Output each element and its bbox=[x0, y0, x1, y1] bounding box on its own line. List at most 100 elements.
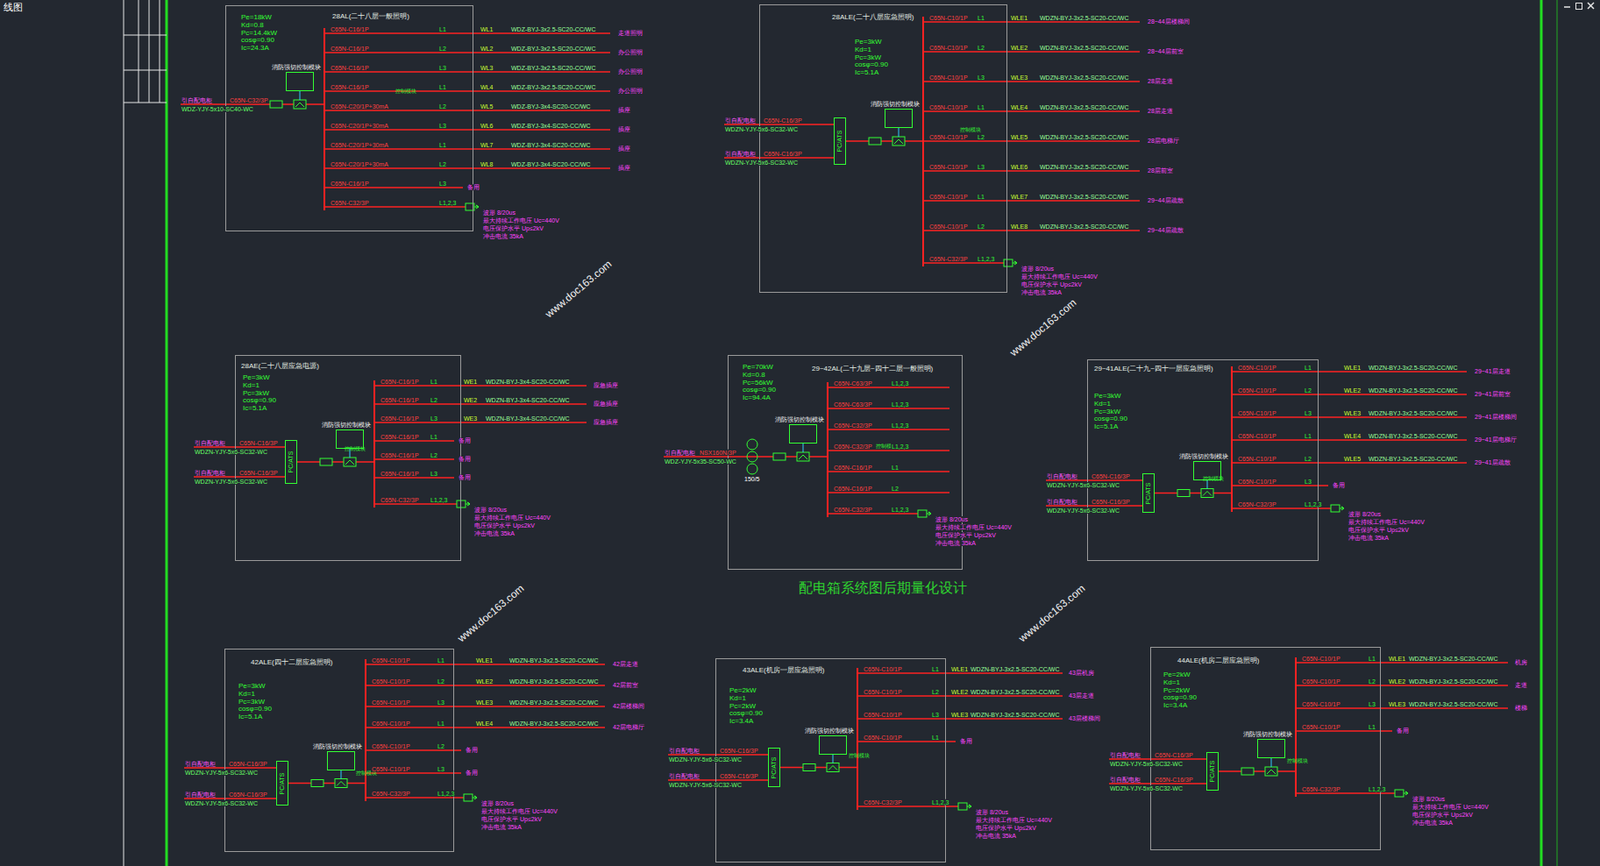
energy-meter bbox=[773, 453, 786, 461]
surge-note: 电压保护水平 Up≤2kV bbox=[482, 225, 545, 232]
ground-arrow bbox=[465, 502, 470, 506]
load-name: 办公照明 bbox=[617, 68, 644, 75]
load-parameters: Pe=2kW Kd=1 Pc=2kW cosφ=0.90 Ic=3.4A bbox=[729, 687, 763, 726]
circuit-number: WLE3 bbox=[475, 699, 494, 706]
supply-wire bbox=[297, 461, 375, 463]
surge-note: 电压保护水平 Up≤2kV bbox=[934, 532, 997, 539]
phase-label: L3 bbox=[1367, 701, 1377, 708]
load-name: 插座 bbox=[617, 106, 632, 114]
cable-spec: WDZN-YJY-5x6-SC32-WC bbox=[193, 448, 269, 456]
ground-arrow bbox=[472, 796, 477, 800]
breaker-rating: C65N-C10/1P bbox=[1237, 433, 1278, 440]
busbar bbox=[826, 382, 829, 518]
distribution-panel: 44ALE(机房二层应急照明)Pe=2kW Kd=1 Pc=2kW cosφ=0… bbox=[1150, 647, 1381, 851]
current-transformer bbox=[746, 451, 758, 463]
breaker-rating: C65N-C32/3P bbox=[1301, 786, 1342, 793]
cable-spec: WDZN-YJY-5x6-SC32-WC bbox=[193, 478, 269, 485]
phase-label: L1,2,3 bbox=[890, 506, 910, 513]
breaker-rating: C65N-C10/1P bbox=[1237, 364, 1278, 371]
phase-label: L2 bbox=[976, 44, 986, 51]
breaker-rating: C65N-C63/3P bbox=[832, 380, 874, 387]
circuit-number: WLE4 bbox=[1009, 104, 1029, 111]
window-icon bbox=[1564, 6, 1571, 8]
breaker-rating: C65N-C63/3P bbox=[832, 401, 874, 408]
breaker-rating: C65N-C16/1P bbox=[329, 64, 370, 72]
window-icon bbox=[1587, 2, 1594, 9]
spd-circuit bbox=[324, 206, 466, 208]
phase-label: L1 bbox=[1303, 433, 1313, 440]
circuit-number: WLE1 bbox=[475, 657, 494, 664]
source-label: 引自配电柜 bbox=[1109, 776, 1142, 783]
breaker-rating: C65N-C16/1P bbox=[832, 485, 874, 492]
branch-circuit bbox=[365, 726, 605, 729]
load-name: 办公照明 bbox=[617, 87, 644, 94]
branch-circuit bbox=[374, 384, 587, 387]
frame-line bbox=[165, 0, 169, 866]
module-label: PC/ATS bbox=[1208, 760, 1216, 783]
breaker-mark bbox=[295, 102, 305, 107]
breaker-rating: C65N-C32/3P bbox=[862, 799, 904, 806]
load-name: 43层走道 bbox=[1067, 692, 1096, 699]
circuit-number: WLE2 bbox=[1009, 44, 1029, 51]
phase-label: L1 bbox=[976, 193, 986, 200]
cable-spec: WDZN-BYJ-3x2.5-SC20-CC/WC bbox=[969, 666, 1061, 673]
phase-label: L1 bbox=[1303, 364, 1313, 371]
phase-label: L1,2,3 bbox=[1367, 786, 1387, 793]
control-module: 控制模块 bbox=[789, 424, 818, 444]
circuit-number: WLE2 bbox=[1343, 387, 1362, 394]
load-name: 走道 bbox=[1514, 682, 1529, 689]
branch-circuit bbox=[324, 128, 611, 131]
breaker-rating: C65N-C10/1P bbox=[862, 734, 904, 741]
load-parameters: Pe=3kW Kd=1 Pc=3kW cosφ=0.90 Ic=5.1A bbox=[242, 374, 277, 413]
surge-protector bbox=[1330, 504, 1340, 512]
cable-spec: WDZN-YJY-5x6-SC32-WC bbox=[668, 756, 743, 763]
ground-arrow bbox=[474, 205, 479, 209]
module-label: PC/ATS bbox=[770, 756, 778, 779]
control-module: 控制模块 bbox=[1257, 739, 1286, 759]
source-label: 引自配电柜 bbox=[193, 469, 227, 477]
source-label: 引自配电柜 bbox=[180, 97, 214, 104]
phase-label: L2 bbox=[976, 134, 986, 141]
busbar bbox=[373, 380, 376, 508]
distribution-panel: 28AE(二十八层应急电源)Pe=3kW Kd=1 Pc=3kW cosφ=0.… bbox=[234, 355, 462, 562]
surge-note: 波形 8/20us bbox=[473, 506, 508, 513]
breaker-rating: C65N-C32/3P bbox=[1237, 501, 1278, 508]
breaker-rating: C65N-C16/1P bbox=[379, 415, 420, 422]
phase-label: L1 bbox=[1367, 724, 1377, 731]
supply-wire bbox=[1045, 479, 1143, 482]
phase-label: L3 bbox=[429, 470, 439, 477]
breaker-rating: C65N-C10/1P bbox=[862, 711, 904, 719]
phase-label: L3 bbox=[436, 699, 446, 706]
cable-spec: WDZN-BYJ-3x4-SC20-CC/WC bbox=[484, 415, 571, 422]
branch-circuit bbox=[827, 428, 950, 431]
surge-note: 波形 8/20us bbox=[480, 800, 515, 807]
load-name: 29~44层疏散 bbox=[1146, 197, 1185, 204]
supply-wire bbox=[724, 123, 834, 126]
surge-note: 电压保护水平 Up≤2kV bbox=[1020, 281, 1083, 288]
circuit-number: WLE1 bbox=[1009, 14, 1029, 22]
spd-circuit bbox=[827, 512, 918, 515]
ground-arrow bbox=[926, 512, 932, 516]
surge-note: 最大持续工作电压 Uc=440V bbox=[473, 514, 552, 521]
supply-wire bbox=[184, 767, 277, 769]
cable-spec: WDZN-BYJ-3x2.5-SC20-CC/WC bbox=[969, 711, 1061, 719]
branch-circuit bbox=[1295, 707, 1508, 710]
cable-spec: WDZN-BYJ-3x2.5-SC20-CC/WC bbox=[969, 689, 1061, 696]
circuit-number: WL6 bbox=[479, 122, 494, 129]
branch-circuit bbox=[374, 403, 587, 406]
module-label: 控制模块 bbox=[344, 446, 366, 452]
cable-spec: WDZN-BYJ-3x2.5-SC20-CC/WC bbox=[1367, 364, 1459, 371]
load-name: 43层机房 bbox=[1067, 669, 1096, 676]
circuit-number: WL3 bbox=[479, 64, 494, 72]
phase-label: L2 bbox=[436, 743, 446, 750]
circuit-number: WLE1 bbox=[1343, 364, 1362, 371]
phase-label: L3 bbox=[976, 163, 986, 171]
branch-circuit bbox=[365, 684, 605, 687]
surge-note: 最大持续工作电压 Uc=440V bbox=[480, 808, 559, 815]
breaker-rating: C65N-C32/3P bbox=[832, 422, 874, 429]
distribution-panel: 28ALE(二十八层应急照明)Pe=3kW Kd=1 Pc=3kW cosφ=0… bbox=[759, 4, 1008, 293]
supply-wire bbox=[780, 767, 858, 769]
source-label: 引自配电柜 bbox=[184, 791, 217, 798]
branch-circuit bbox=[923, 110, 1140, 113]
supply-wire bbox=[1109, 782, 1207, 785]
